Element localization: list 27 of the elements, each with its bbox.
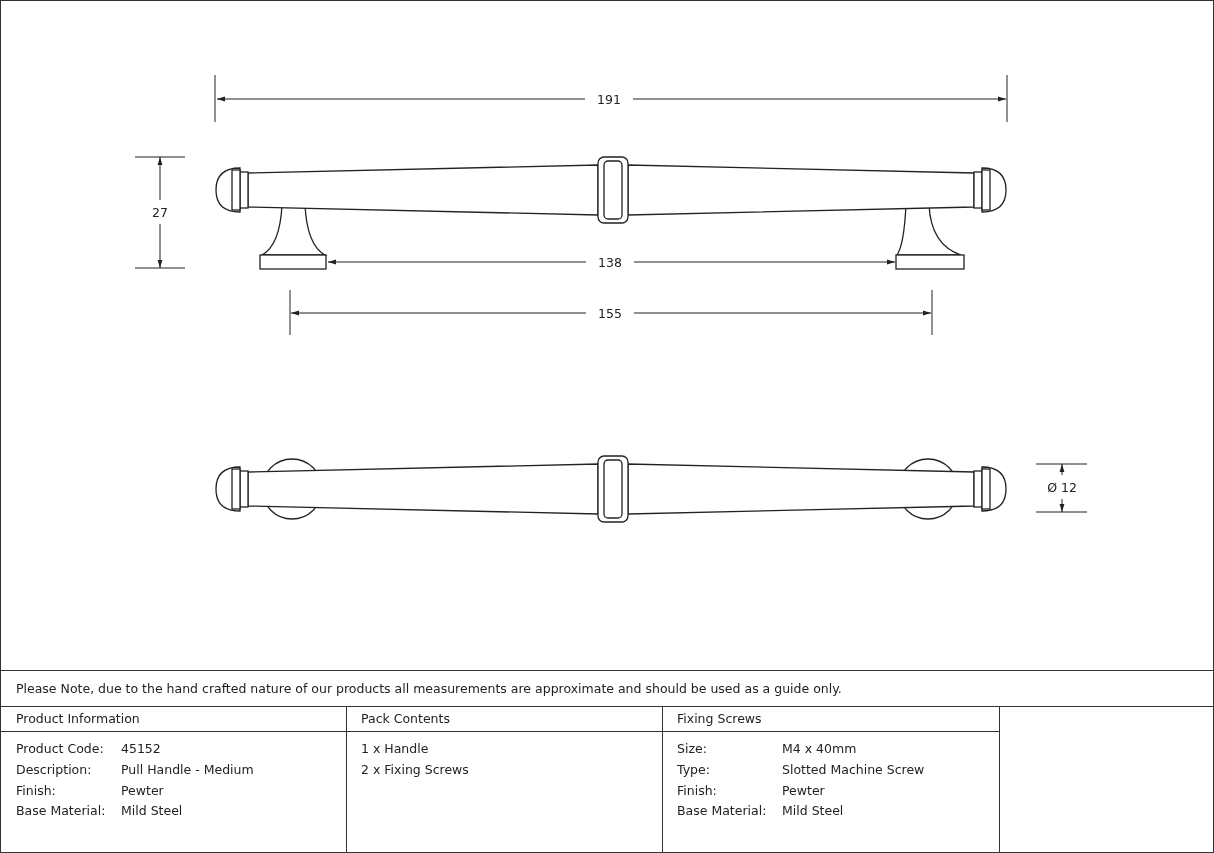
dimension-label: 27 bbox=[152, 204, 168, 220]
table-header: Fixing Screws bbox=[677, 711, 762, 726]
field-label: Product Code: bbox=[16, 741, 104, 756]
dimension-label: 191 bbox=[597, 91, 621, 107]
field-value: Pewter bbox=[782, 783, 825, 798]
dimension-label: 155 bbox=[598, 305, 622, 321]
note-text: Please Note, due to the hand crafted nature of our products all measurements are approximate and should be used as a guide only. bbox=[16, 681, 842, 696]
field-value: Pull Handle - Medium bbox=[121, 762, 254, 777]
table-header: Pack Contents bbox=[361, 711, 450, 726]
field-label: Finish: bbox=[16, 783, 56, 798]
table-header: Product Information bbox=[16, 711, 140, 726]
field-label: Finish: bbox=[677, 783, 717, 798]
field-value: Pewter bbox=[121, 783, 164, 798]
pack-item: 1 x Handle bbox=[361, 741, 429, 756]
dimension-label: 138 bbox=[598, 254, 622, 270]
dimension-label: Ø 12 bbox=[1047, 479, 1077, 495]
field-value: Slotted Machine Screw bbox=[782, 762, 925, 777]
field-label: Base Material: bbox=[16, 803, 106, 818]
field-value: M4 x 40mm bbox=[782, 741, 857, 756]
field-label: Description: bbox=[16, 762, 92, 777]
field-value: 45152 bbox=[121, 741, 161, 756]
field-label: Base Material: bbox=[677, 803, 767, 818]
field-label: Size: bbox=[677, 741, 707, 756]
field-value: Mild Steel bbox=[121, 803, 183, 818]
field-value: Mild Steel bbox=[782, 803, 844, 818]
field-label: Type: bbox=[677, 762, 710, 777]
pack-item: 2 x Fixing Screws bbox=[361, 762, 469, 777]
